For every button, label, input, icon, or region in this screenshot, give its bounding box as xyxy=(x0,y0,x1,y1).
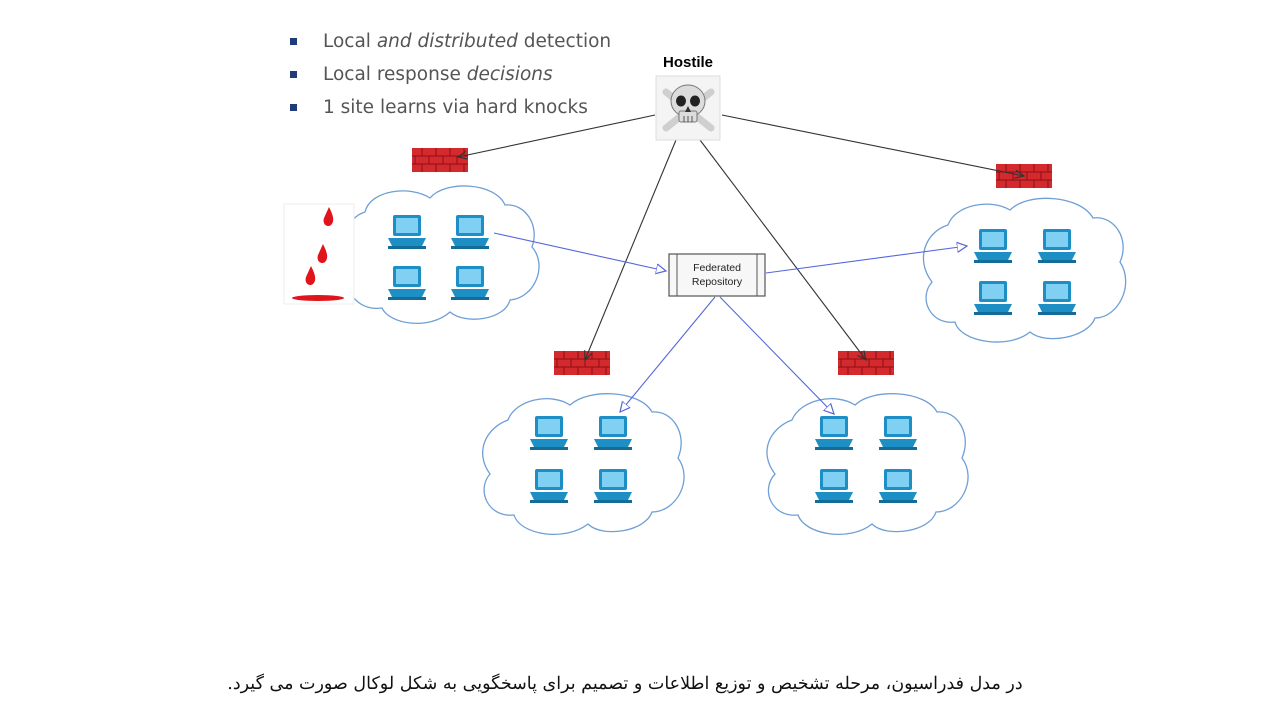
computer-icon xyxy=(594,416,632,450)
persian-caption: در مدل فدراسیون، مرحله تشخیص و توزیع اطل… xyxy=(227,674,1023,694)
computer-icon xyxy=(451,215,489,249)
bullet-square-icon xyxy=(290,71,297,78)
blood-drops-icon xyxy=(283,203,355,305)
computer-icon xyxy=(879,416,917,450)
federated-repository: Federated Repository xyxy=(668,253,766,297)
network-cloud-top-left xyxy=(342,185,540,324)
computer-icon xyxy=(1038,281,1076,315)
computer-icon xyxy=(594,469,632,503)
bullet-text: detection xyxy=(517,31,612,52)
computer-icon xyxy=(815,416,853,450)
computer-icon xyxy=(879,469,917,503)
firewall-icon xyxy=(411,147,469,173)
computer-icon xyxy=(388,266,426,300)
repository-label-line1: Federated xyxy=(693,262,741,274)
computer-icon xyxy=(974,229,1012,263)
network-cloud-bottom-right xyxy=(766,393,969,536)
computer-icon xyxy=(1038,229,1076,263)
firewall-icon xyxy=(553,350,611,376)
bullet-square-icon xyxy=(290,38,297,45)
hostile-node: Hostile xyxy=(655,54,721,141)
network-cloud-right xyxy=(922,197,1127,343)
sharing-lines xyxy=(493,232,967,414)
computer-icon xyxy=(388,215,426,249)
hostile-label: Hostile xyxy=(663,54,713,71)
bullet-item: Local response decisions xyxy=(288,61,611,94)
computer-icon xyxy=(815,469,853,503)
network-cloud-bottom-left xyxy=(482,393,685,536)
bullet-text: and distributed xyxy=(376,31,518,52)
bullet-text: Local xyxy=(323,31,377,52)
bullet-item: 1 site learns via hard knocks xyxy=(288,94,611,127)
bullet-square-icon xyxy=(290,104,297,111)
bullet-text: 1 site learns via hard knocks xyxy=(323,97,588,118)
repository-label-line2: Repository xyxy=(692,276,743,288)
bullet-text: decisions xyxy=(466,64,553,85)
firewall-icon xyxy=(837,350,895,376)
attack-lines xyxy=(458,114,1024,360)
computer-icon xyxy=(974,281,1012,315)
bullet-item: Local and distributed detection xyxy=(288,28,611,61)
computer-icon xyxy=(451,266,489,300)
skull-crossbones-icon xyxy=(655,75,721,141)
bullet-text: Local response xyxy=(323,64,467,85)
computer-icon xyxy=(530,416,568,450)
computer-icon xyxy=(530,469,568,503)
